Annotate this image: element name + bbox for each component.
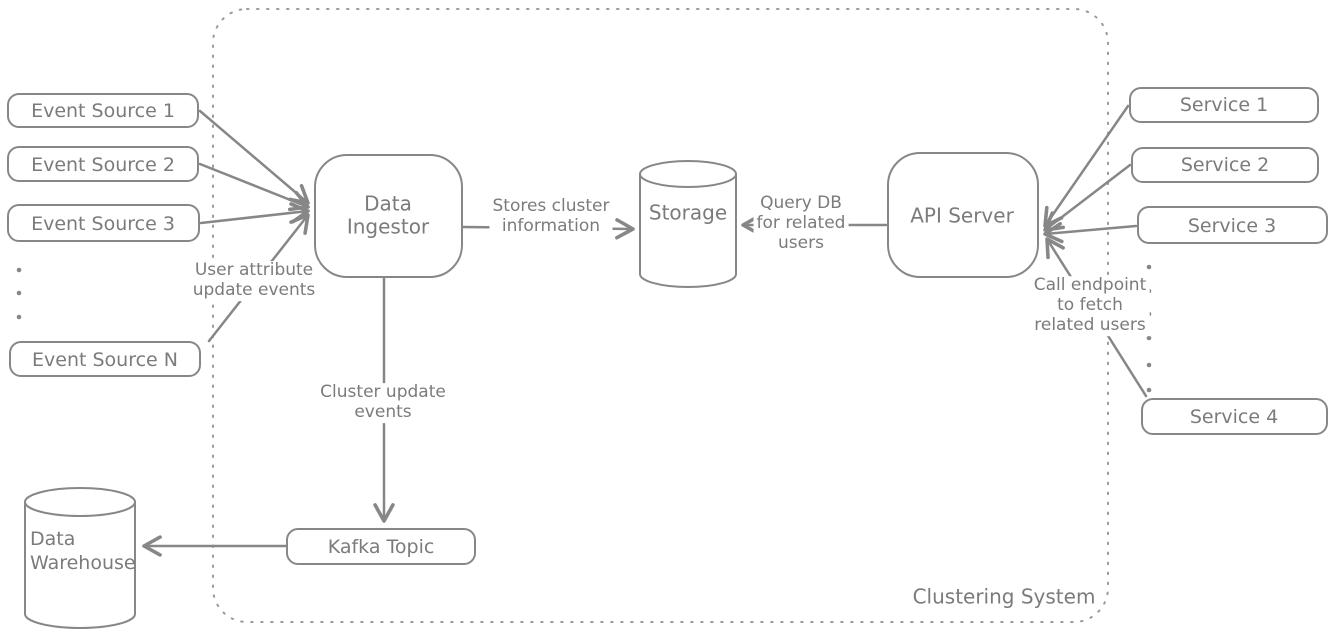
edge-service-3-to-api-server — [1043, 221, 1138, 244]
service-1-box — [1129, 87, 1319, 123]
edge-service-2-to-api-server — [1043, 163, 1132, 232]
clustering-system-boundary — [212, 8, 1109, 623]
api-server-box — [887, 152, 1039, 278]
service-1-label: Service 1 — [1179, 93, 1269, 116]
data-ingestor-box — [314, 154, 463, 278]
event-source-2-box — [7, 146, 199, 182]
api-server-label: API Server — [910, 203, 1014, 228]
service-3-box — [1137, 206, 1328, 244]
stores-cluster-information-label: Stores cluster information — [489, 196, 613, 237]
edge-service-1-to-api-server — [1043, 104, 1130, 228]
event-source-3-label: Event Source 3 — [31, 212, 175, 235]
cluster-update-events-label: Cluster update events — [317, 382, 449, 423]
event-source-n-box — [9, 341, 201, 377]
clustering-system-title: Clustering System — [912, 584, 1096, 609]
storage-label: Storage — [648, 200, 728, 225]
kafka-topic-box — [286, 528, 476, 565]
edge-event-source-2-to-ingestor — [198, 162, 310, 212]
service-2-box — [1131, 147, 1319, 183]
storage-cylinder — [639, 160, 737, 288]
query-db-for-related-users-label: Query DB for related users — [753, 193, 849, 254]
data-warehouse-label: Data Warehouse — [30, 528, 136, 574]
left-ellipsis-dots — [16, 267, 22, 320]
event-source-1-label: Event Source 1 — [31, 99, 175, 122]
edge-event-source-1-to-ingestor — [198, 109, 310, 205]
data-ingestor-label: Data Ingestor — [346, 191, 430, 239]
user-attribute-update-events-label: User attribute update events — [189, 260, 319, 301]
event-source-3-box — [7, 204, 200, 242]
event-source-1-box — [7, 93, 199, 128]
event-source-2-label: Event Source 2 — [31, 153, 175, 176]
service-4-box — [1141, 398, 1328, 435]
data-warehouse-cylinder — [24, 487, 136, 629]
service-2-label: Service 2 — [1180, 153, 1270, 176]
edge-event-source-3-to-ingestor — [199, 202, 310, 225]
kafka-topic-label: Kafka Topic — [327, 535, 435, 558]
call-endpoint-to-fetch-related-users-label: Call endpoint to fetch related users — [1030, 275, 1150, 336]
service-4-label: Service 4 — [1189, 405, 1279, 428]
event-source-n-label: Event Source N — [32, 348, 178, 371]
service-3-label: Service 3 — [1187, 214, 1277, 237]
